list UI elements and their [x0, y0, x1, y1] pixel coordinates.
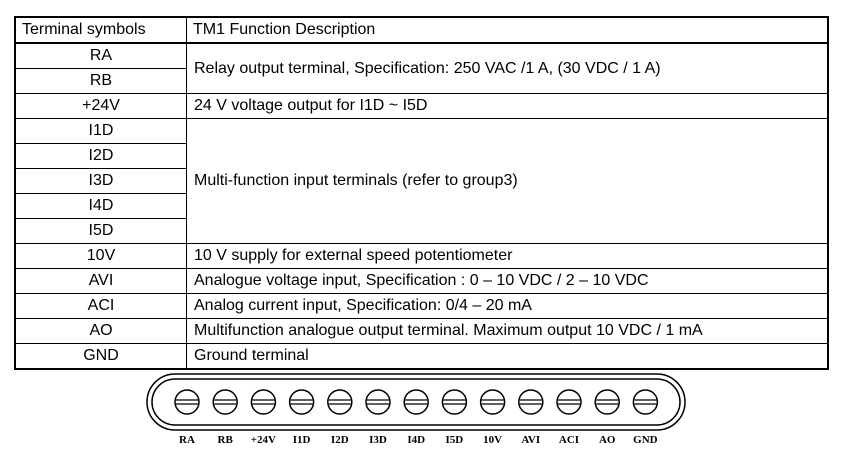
terminal-label: +24V — [250, 434, 276, 446]
table-row: AVI Analogue voltage input, Specificatio… — [14, 268, 829, 294]
screw-terminal-icon — [250, 389, 277, 415]
terminal-symbol: I2D — [14, 143, 187, 169]
terminal-symbol: ACI — [14, 293, 187, 319]
terminal-symbol: GND — [14, 343, 187, 370]
screw-terminal-icon — [632, 389, 659, 415]
screw-terminal-icon — [556, 389, 582, 415]
terminal-symbol: I4D — [14, 193, 187, 219]
terminal-label: I2D — [330, 434, 349, 446]
terminal-label: ACI — [558, 434, 580, 446]
terminal-symbol: I5D — [14, 218, 187, 244]
table-row: I2D — [14, 143, 828, 169]
terminal-label: I5D — [445, 434, 464, 446]
terminal-label: RB — [217, 434, 233, 446]
terminal-label: 10V — [483, 434, 503, 446]
screw-terminal-icon — [174, 389, 200, 415]
terminal-symbol: +24V — [14, 93, 187, 119]
terminal-symbol: 10V — [14, 243, 187, 269]
terminal-description: Ground terminal — [186, 343, 829, 370]
terminal-description: Relay output terminal, Specification: 25… — [186, 42, 829, 94]
terminal-description: Multi-function input terminals (refer to… — [186, 118, 829, 244]
header-function-description: TM1 Function Description — [186, 16, 829, 44]
screw-terminal-icon — [403, 389, 429, 415]
table-row: RA Relay output terminal, Specification:… — [14, 42, 829, 94]
table-row: I4D — [14, 193, 828, 219]
terminal-strip-diagram: RA RB +24V I1D I2D I3D I4D I5D 10V AVI ACI AO GND — [146, 373, 686, 446]
terminal-symbol: I3D — [14, 168, 187, 194]
screw-terminal-icon — [288, 389, 315, 415]
terminal-description: 24 V voltage output for I1D ~ I5D — [186, 93, 829, 119]
screw-terminal-icon — [327, 389, 353, 415]
terminal-label: AO — [598, 434, 616, 446]
terminal-description: Analog current input, Specification: 0/4… — [186, 293, 829, 319]
terminal-label: AVI — [521, 434, 541, 446]
screw-terminal-icon — [518, 389, 544, 415]
terminal-label: I1D — [292, 434, 311, 446]
terminal-symbol: RB — [14, 68, 187, 94]
terminal-symbol: I1D — [14, 118, 187, 144]
screw-terminal-icon — [479, 389, 506, 415]
terminal-label: I4D — [407, 434, 426, 446]
table-header-row: Terminal symbols TM1 Function Descriptio… — [14, 16, 829, 44]
screw-terminal-icon — [594, 389, 620, 415]
header-terminal-symbols: Terminal symbols — [14, 16, 187, 44]
terminal-label: I3D — [369, 434, 387, 446]
table-row: +24V 24 V voltage output for I1D ~ I5D — [14, 93, 829, 119]
terminal-strip-labels: RA RB +24V I1D I2D I3D I4D I5D 10V AVI ACI AO GND — [146, 433, 686, 447]
terminal-strip-outline — [146, 373, 686, 431]
table-row: ACI Analog current input, Specification:… — [14, 293, 829, 319]
terminal-table: Terminal symbols TM1 Function Descriptio… — [14, 16, 829, 370]
terminal-description: Multifunction analogue output terminal. … — [186, 318, 829, 344]
table-row: I1D Multi-function input terminals (refe… — [14, 118, 829, 244]
table-row: GND Ground terminal — [14, 343, 829, 370]
terminal-symbol: RA — [14, 42, 187, 69]
table-row: I5D — [14, 218, 828, 244]
terminal-label: RA — [179, 434, 195, 446]
terminal-description: 10 V supply for external speed potentiom… — [186, 243, 829, 269]
screw-terminal-icon — [441, 389, 468, 415]
table-row: AO Multifunction analogue output termina… — [14, 318, 829, 344]
table-row: 10V 10 V supply for external speed poten… — [14, 243, 829, 269]
table-row: RB — [14, 68, 828, 94]
screw-terminal-icon — [365, 389, 391, 415]
terminal-symbol: AVI — [14, 268, 187, 294]
terminal-symbol: AO — [14, 318, 187, 344]
terminal-description: Analogue voltage input, Specification : … — [186, 268, 829, 294]
screw-terminal-icon — [212, 389, 238, 415]
terminal-label: GND — [633, 434, 658, 446]
